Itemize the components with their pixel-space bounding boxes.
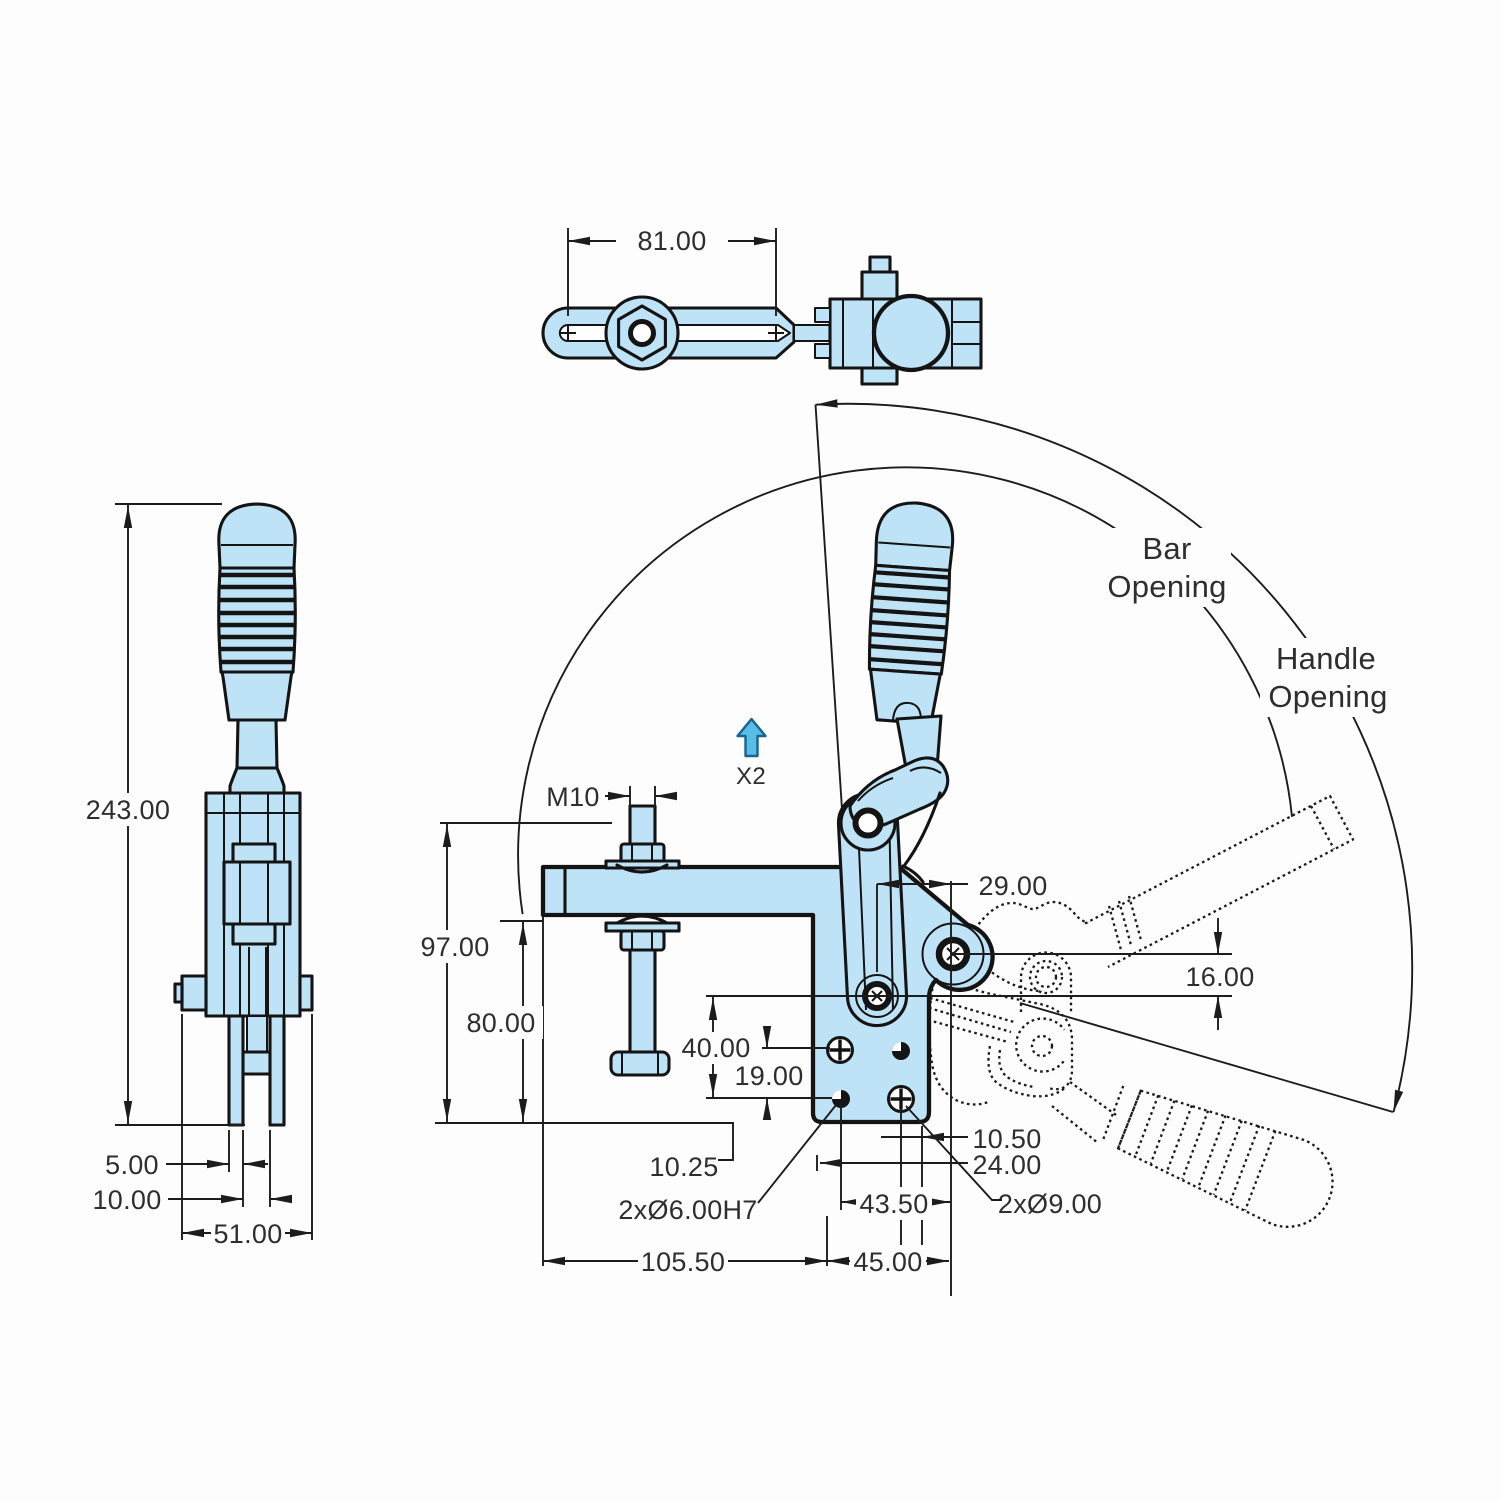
svg-text:10.25: 10.25 [649,1152,718,1182]
svg-text:Handle: Handle [1276,641,1376,676]
svg-text:Bar: Bar [1142,531,1191,566]
svg-text:X2: X2 [736,763,766,790]
svg-text:80.00: 80.00 [466,1008,535,1038]
svg-text:105.50: 105.50 [641,1247,725,1277]
svg-text:43.50: 43.50 [859,1189,928,1219]
svg-text:45.00: 45.00 [853,1247,922,1277]
svg-text:2xØ6.00H7: 2xØ6.00H7 [618,1195,757,1225]
svg-text:16.00: 16.00 [1185,962,1254,992]
svg-text:10.50: 10.50 [972,1124,1041,1154]
svg-text:Opening: Opening [1268,679,1387,714]
svg-text:40.00: 40.00 [681,1033,750,1063]
svg-text:19.00: 19.00 [734,1061,803,1091]
svg-text:Opening: Opening [1107,569,1226,604]
svg-text:M10: M10 [546,782,599,812]
svg-text:24.00: 24.00 [972,1150,1041,1180]
svg-text:81.00: 81.00 [637,226,706,256]
svg-text:10.00: 10.00 [92,1185,161,1215]
svg-text:29.00: 29.00 [978,871,1047,901]
svg-text:51.00: 51.00 [213,1219,282,1249]
svg-text:5.00: 5.00 [105,1150,159,1180]
svg-text:97.00: 97.00 [420,932,489,962]
svg-text:2xØ9.00: 2xØ9.00 [998,1189,1102,1219]
svg-text:243.00: 243.00 [86,795,170,825]
